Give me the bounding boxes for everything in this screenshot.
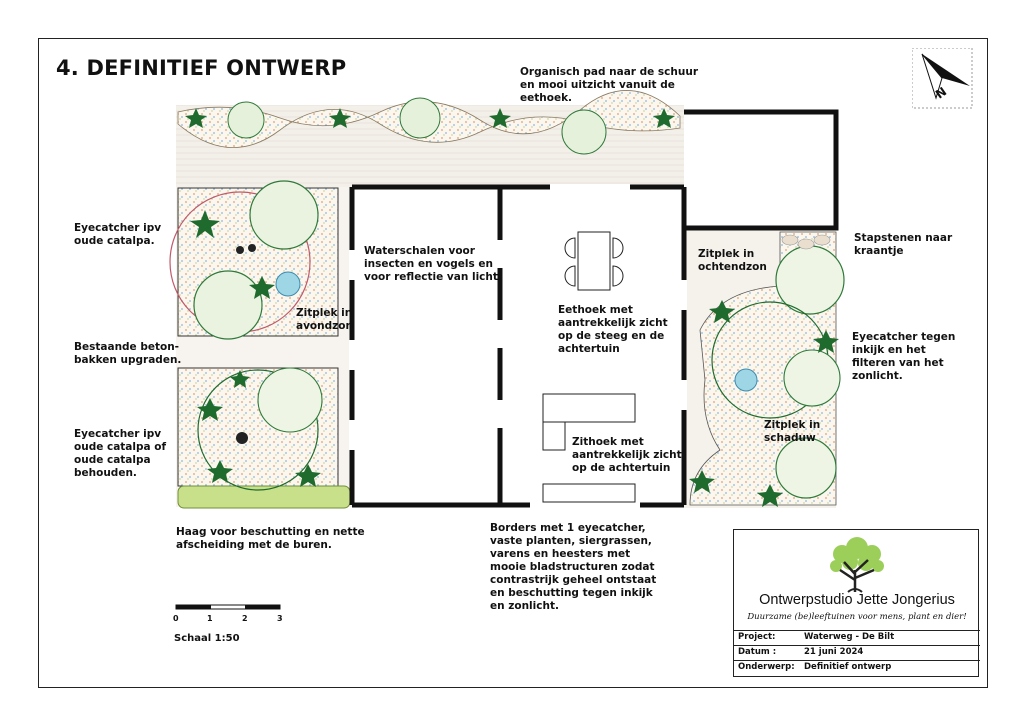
studio-name: Ontwerpstudio Jette Jongerius <box>759 592 955 608</box>
path-plants <box>227 97 607 155</box>
note-concrete-planters: Bestaande beton- bakken upgraden. <box>74 341 182 366</box>
stepping-stones <box>781 234 831 250</box>
water-bowl-upper-1 <box>236 246 244 254</box>
note-path-shed: Organisch pad naar de schuur en mooi uit… <box>520 66 699 104</box>
furniture <box>542 231 636 503</box>
note-eyecatcher-privacy: Eyecatcher tegen inkijk en het filteren … <box>852 331 956 382</box>
shrub-lower <box>257 367 323 433</box>
note-seat-shade: Zitplek in schaduw <box>764 419 821 444</box>
fern-plants-left <box>190 210 321 487</box>
scale-tick-2: 2 <box>242 614 248 623</box>
title-block-row-project: Project: Waterweg - De Bilt <box>734 630 980 644</box>
water-bowl-upper-2 <box>248 244 256 252</box>
tree-canopy-lower <box>197 369 319 491</box>
shrub-right-low <box>775 437 837 499</box>
note-eyecatcher-catalpa: Eyecatcher ipv oude catalpa. <box>74 222 162 247</box>
date-value: 21 juni 2024 <box>804 647 864 657</box>
subject-key: Onderwerp: <box>738 662 795 672</box>
title-block-row-subject: Onderwerp: Definitief ontwerp <box>734 660 980 674</box>
note-borders: Borders met 1 eyecatcher, vaste planten,… <box>490 522 657 612</box>
studio-tagline: Duurzame (be)leeftuinen voor mens, plant… <box>747 612 967 622</box>
note-seat-evening: Zitplek in avondzon <box>296 307 353 332</box>
shrub-upper-right <box>249 180 319 250</box>
note-water-bowls: Waterschalen voor insecten en vogels en … <box>364 245 502 283</box>
scale-label: Schaal 1:50 <box>174 633 240 644</box>
tree-logo-icon <box>830 537 884 593</box>
note-hedge: Haag voor beschutting en nette afscheidi… <box>176 526 365 551</box>
pond-right <box>734 368 758 392</box>
note-sitting-area: Zithoek met aantrekkelijk zicht op de ac… <box>572 436 682 474</box>
path-fern-plants <box>185 108 675 128</box>
page-title: 4. DEFINITIEF ONTWERP <box>56 56 347 80</box>
project-key: Project: <box>738 632 776 642</box>
note-stepping-stones: Stapstenen naar kraantje <box>854 232 953 257</box>
scale-tick-3: 3 <box>277 614 283 623</box>
subject-value: Definitief ontwerp <box>804 662 892 672</box>
north-arrow: N <box>911 47 976 116</box>
scale-bar <box>175 604 281 610</box>
north-arrow-icon <box>911 47 973 109</box>
scale-tick-0: 0 <box>173 614 179 623</box>
scale-tick-1: 1 <box>207 614 213 623</box>
shrub-upper-low <box>193 270 263 340</box>
window-gaps <box>349 184 687 508</box>
title-block: Ontwerpstudio Jette Jongerius Duurzame (… <box>733 529 980 677</box>
shrub-right-mid <box>783 349 841 407</box>
title-block-row-date: Datum : 21 juni 2024 <box>734 645 980 659</box>
water-bowl-lower <box>236 432 248 444</box>
note-seat-morning: Zitplek in ochtendzon <box>698 248 767 273</box>
drawing-frame <box>38 38 988 688</box>
date-key: Datum : <box>738 647 777 657</box>
project-value: Waterweg - De Bilt <box>804 632 895 642</box>
note-dining: Eethoek met aantrekkelijk zicht op de st… <box>558 304 668 355</box>
fern-plants-right <box>689 300 839 507</box>
pond-left <box>275 271 301 297</box>
note-eyecatcher-catalpa-keep: Eyecatcher ipv oude catalpa of oude cata… <box>74 428 167 479</box>
